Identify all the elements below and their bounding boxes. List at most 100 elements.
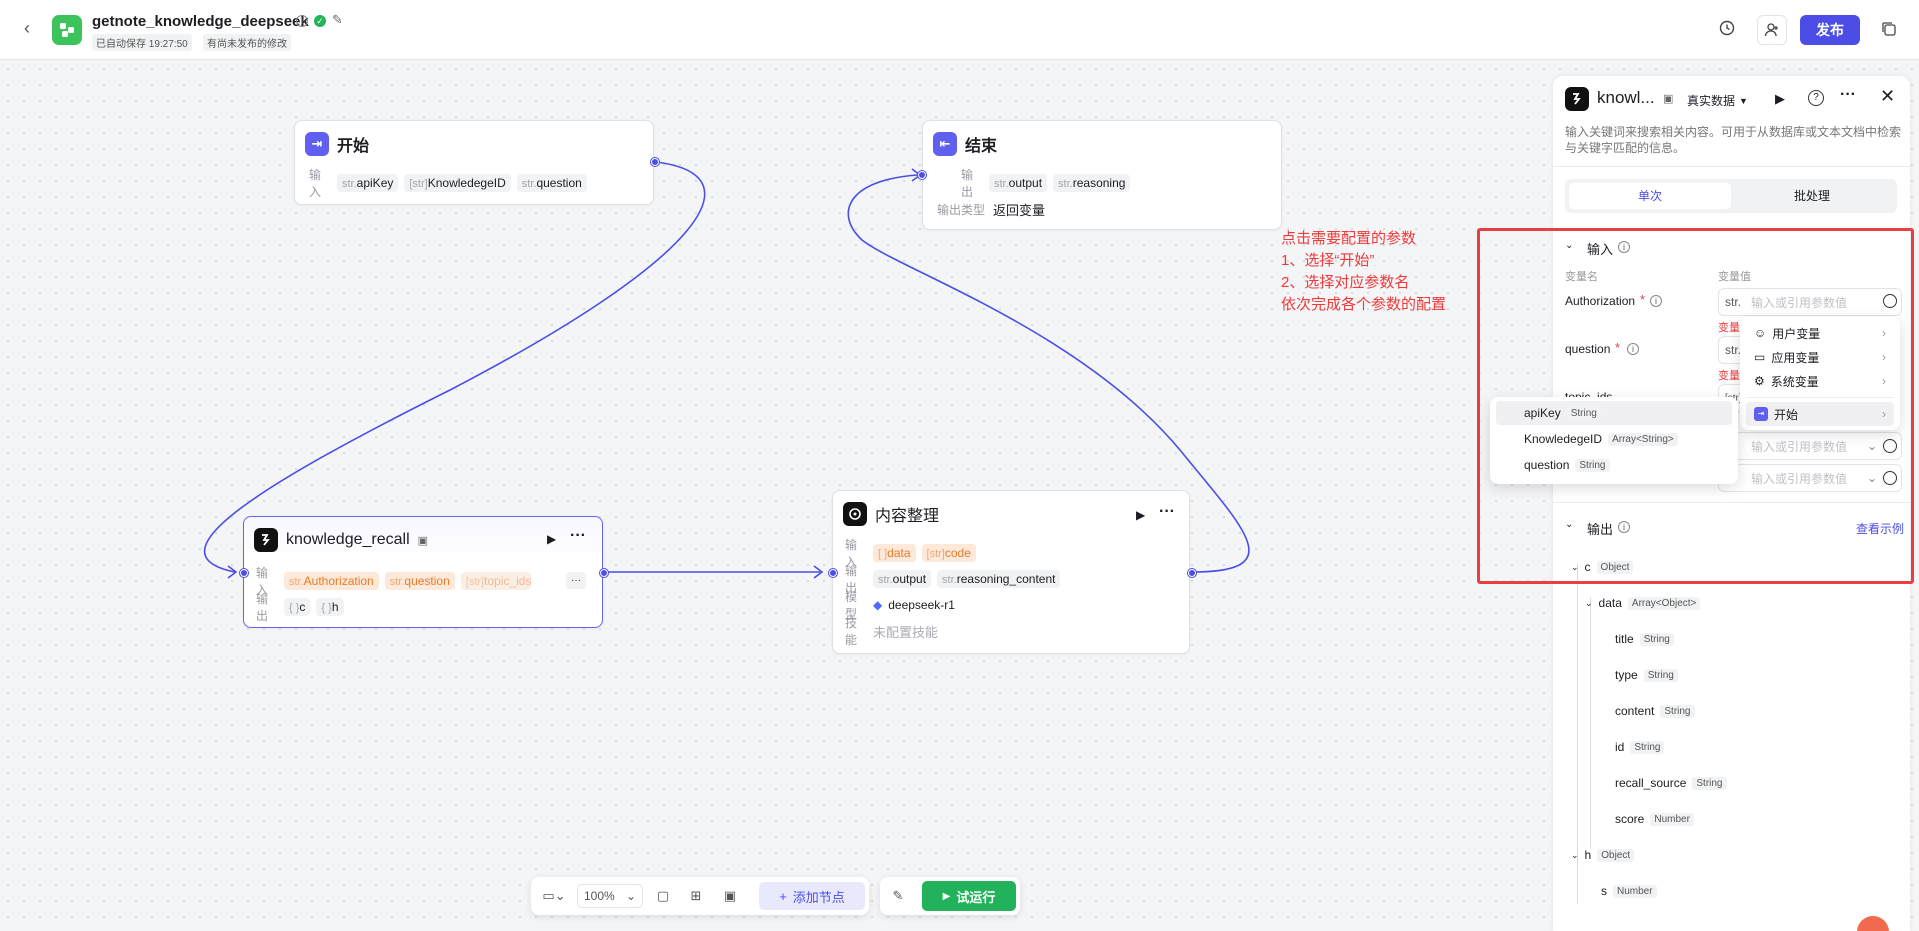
- panel-node-icon: [1565, 87, 1589, 111]
- menu-item-start[interactable]: ⇥开始›: [1746, 402, 1894, 426]
- recall-input: str.question: [384, 572, 455, 590]
- add-node-button[interactable]: +添加节点: [759, 882, 865, 910]
- chevron-down-icon: ⌄: [625, 889, 636, 903]
- field-name: Authorization: [1565, 294, 1636, 308]
- run-toolbar: ✎ ▶试运行: [880, 877, 1020, 915]
- start-node[interactable]: ⇥ 开始 输入 str.apiKey [str]KnowledegeID str…: [294, 120, 654, 205]
- highlight-box: [1477, 228, 1914, 584]
- back-icon[interactable]: ‹: [24, 18, 30, 38]
- copy-icon[interactable]: [1880, 20, 1898, 38]
- info-icon: i: [1627, 343, 1639, 355]
- avatar[interactable]: [1857, 916, 1889, 931]
- debug-icon[interactable]: ✎: [892, 888, 904, 903]
- recall-output-label: 输出: [256, 592, 269, 623]
- knowledge-recall-node[interactable]: knowledge_recall ▣ ▶ ··· 输入 str.Authoriz…: [243, 516, 603, 628]
- recall-more-inputs[interactable]: ···: [566, 572, 586, 589]
- panel-title: knowl...: [1597, 88, 1655, 107]
- more-icon[interactable]: ···: [1840, 86, 1856, 103]
- edit-icon[interactable]: ✎: [332, 12, 343, 27]
- chevron-down-icon[interactable]: ⌄: [1565, 240, 1574, 251]
- content-output-port[interactable]: [1188, 569, 1196, 577]
- reference-icon[interactable]: [1883, 471, 1897, 485]
- history-icon[interactable]: [1718, 19, 1736, 37]
- edge-content-end: [847, 174, 1250, 573]
- tab-single[interactable]: 单次: [1569, 183, 1731, 209]
- error-text: 变量: [1718, 322, 1740, 334]
- start-param: str.apiKey: [337, 174, 399, 192]
- menu-item-user-vars[interactable]: ☺用户变量›: [1754, 326, 1886, 341]
- app-title: getnote_knowledge_deepseek: [92, 13, 309, 30]
- error-text: 变量: [1718, 370, 1740, 382]
- collaborator-button[interactable]: [1757, 15, 1787, 45]
- param-value-field[interactable]: 输入或引用参数值 ⌄: [1718, 432, 1902, 460]
- content-output: str.output: [873, 570, 932, 588]
- help-icon[interactable]: ?: [1808, 90, 1824, 106]
- chevron-down-icon: ⌄: [1866, 471, 1877, 485]
- menu-item-app-vars[interactable]: ▭应用变量›: [1754, 350, 1886, 365]
- chevron-down-icon[interactable]: ⌄: [1565, 519, 1574, 530]
- run-node-icon[interactable]: ▶: [1136, 508, 1146, 522]
- more-icon[interactable]: ···: [1159, 503, 1175, 520]
- comment-icon[interactable]: ▢: [656, 888, 670, 903]
- play-icon: ▶: [942, 890, 951, 902]
- end-input-port[interactable]: [918, 171, 926, 179]
- caret-down-icon: ▼: [1739, 95, 1748, 106]
- instruction-annotation: 点击需要配置的参数 1、选择“开始” 2、选择对应参数名 依次完成各个参数的配置: [1281, 228, 1446, 316]
- instruction-line: 2、选择对应参数名: [1281, 274, 1410, 291]
- authorization-field[interactable]: str. 输入或引用参数值: [1718, 288, 1902, 316]
- end-type-label: 输出类型: [937, 202, 986, 217]
- content-skill-label: 技能: [845, 616, 858, 647]
- end-node[interactable]: ⇤ 结束 输出 str.output str.reasoning 输出类型 返回…: [922, 120, 1282, 230]
- data-mode-select[interactable]: 真实数据▼: [1687, 94, 1748, 108]
- start-output-port[interactable]: [651, 158, 659, 166]
- tab-batch[interactable]: 批处理: [1793, 189, 1830, 203]
- panel-description: 输入关键词来搜索相关内容。可用于从数据库或文本文档中检索与关键字匹配的信息。: [1565, 125, 1902, 155]
- reference-icon[interactable]: [1883, 439, 1897, 453]
- run-node-icon[interactable]: ▶: [547, 532, 557, 546]
- deepseek-node-icon: [843, 502, 867, 526]
- field-name: question: [1565, 342, 1611, 356]
- edge-start-recall: [203, 161, 706, 573]
- more-icon[interactable]: ···: [570, 527, 586, 544]
- instruction-line: 1、选择“开始”: [1281, 252, 1375, 269]
- reference-icon[interactable]: [1883, 294, 1897, 308]
- panel-divider: [1553, 502, 1910, 503]
- content-output: str.reasoning_content: [937, 570, 1061, 588]
- view-example-link[interactable]: 查看示例: [1856, 522, 1905, 536]
- recall-input-port[interactable]: [240, 569, 248, 577]
- run-icon[interactable]: ▶: [1775, 91, 1785, 106]
- publish-button[interactable]: 发布: [1800, 15, 1860, 45]
- image-icon[interactable]: ▣: [723, 888, 737, 903]
- layout-icon[interactable]: ⊞: [690, 888, 702, 903]
- menu-item-system-vars[interactable]: ⚙系统变量›: [1754, 374, 1886, 389]
- chevron-down-icon: ⌄: [1866, 439, 1877, 453]
- plugin-icon: ▣: [1663, 93, 1674, 105]
- end-output-label: 输出: [961, 168, 974, 199]
- info-icon[interactable]: i: [296, 15, 308, 27]
- start-param: str.question: [516, 174, 587, 192]
- recall-output-port[interactable]: [600, 569, 608, 577]
- plugin-icon: ▣: [417, 534, 429, 547]
- output-section-title: 输出: [1587, 522, 1614, 537]
- close-icon[interactable]: ✕: [1880, 86, 1896, 106]
- content-input-port[interactable]: [829, 569, 837, 577]
- end-output: str.reasoning: [1053, 174, 1131, 192]
- test-run-button[interactable]: ▶试运行: [922, 881, 1016, 911]
- minimap-icon[interactable]: ▭⌄: [542, 888, 566, 903]
- param-value-field[interactable]: 输入或引用参数值 ⌄: [1718, 464, 1902, 492]
- content-node[interactable]: 内容整理 ▶ ··· 输入 [ ]data [str]code 输出 str.o…: [832, 490, 1190, 654]
- col-value-header: 变量值: [1718, 271, 1751, 283]
- start-node-icon: ⇥: [1754, 407, 1768, 421]
- zoom-select[interactable]: 100%⌄: [577, 884, 643, 908]
- mode-tabs: 单次 批处理: [1565, 179, 1897, 213]
